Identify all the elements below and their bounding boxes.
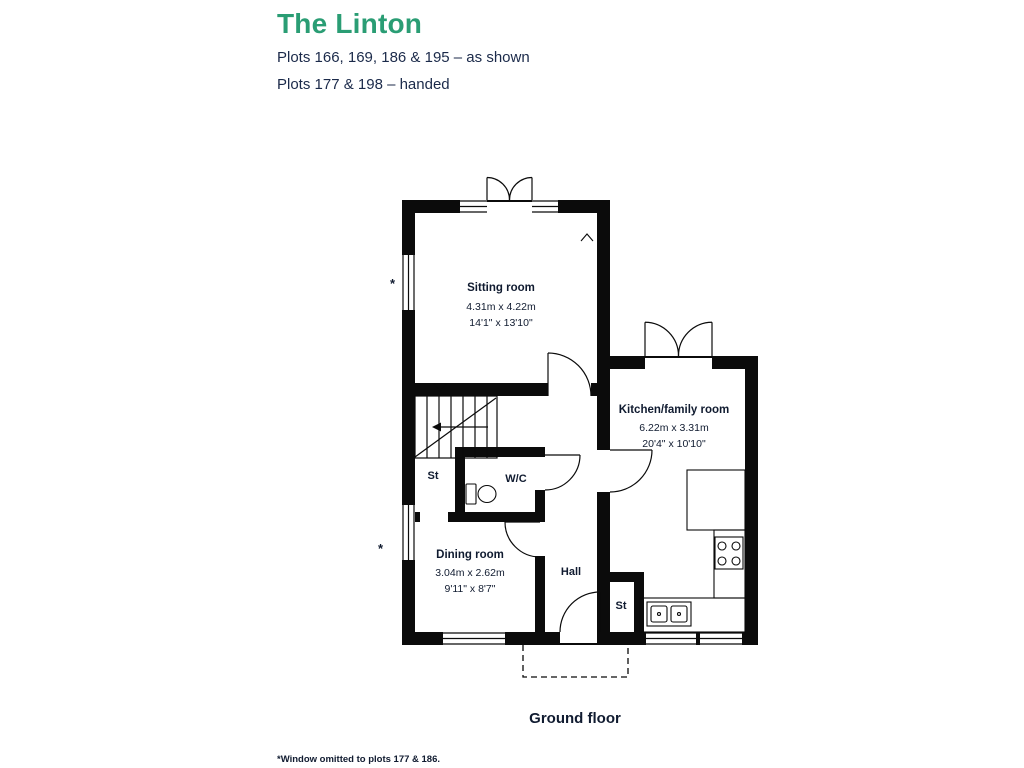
dining-room-metric: 3.04m x 2.62m [435,567,505,579]
sitting-room-label: Sitting room [467,282,535,294]
door-sills [487,200,712,645]
window-note-mark-dining: * [378,541,384,556]
tall-unit [686,469,746,531]
sitting-room-metric: 4.31m x 4.22m [466,301,536,313]
door-wc-icon [544,454,581,491]
wc-label: W/C [505,473,527,485]
stairs-cupboard-label: St [427,470,439,482]
porch-outline [522,645,629,678]
page-title: The Linton [277,8,423,39]
dimension-marker [580,233,594,242]
hall-label: Hall [560,566,582,578]
front-door-icon [559,591,601,633]
counter-bottom [639,597,746,633]
door-sitting-room-icon [547,352,592,397]
dimension-marker [433,383,447,392]
hall-cupboard-label: St [615,600,627,612]
kitchen-units [639,469,746,633]
footnote: *Window omitted to plots 177 & 186. [277,754,441,765]
floor-caption: Ground floor [529,710,621,727]
windows [402,200,742,645]
door-kitchen-icon [609,449,653,493]
doors [486,176,713,633]
plots-as-shown-text: Plots 166, 169, 186 & 195 – as shown [277,49,530,66]
toilet-icon [465,483,497,505]
window-sitting-left [402,255,415,310]
window-dining-left [402,505,415,560]
french-doors-sitting-icon [486,176,533,201]
kitchen-room-label: Kitchen/family room [618,404,730,416]
window-kitchen-bottom-right [700,632,742,645]
french-doors-kitchen-icon [644,321,713,357]
window-sitting-top-left [460,200,487,213]
window-note-mark-sitting: * [390,276,396,291]
hob-icon [714,536,744,570]
window-sitting-top-right [532,200,558,213]
plots-handed-text: Plots 177 & 198 – handed [277,76,450,93]
kitchen-room-imperial: 20'4" x 10'10" [642,438,706,450]
exterior-walls [402,200,758,645]
kitchen-room-metric: 6.22m x 3.31m [639,422,709,434]
dimension-markers [433,233,594,392]
dining-room-imperial: 9'11" x 8'7" [444,583,496,595]
window-dining-bottom [443,632,505,645]
staircase [414,395,498,459]
dining-room-label: Dining room [436,549,504,561]
door-dining-icon [504,521,541,558]
sink-icon [646,601,692,627]
window-kitchen-bottom-left [646,632,696,645]
stairs-direction-arrow [432,422,441,432]
sitting-room-imperial: 14'1" x 13'10" [469,317,533,329]
